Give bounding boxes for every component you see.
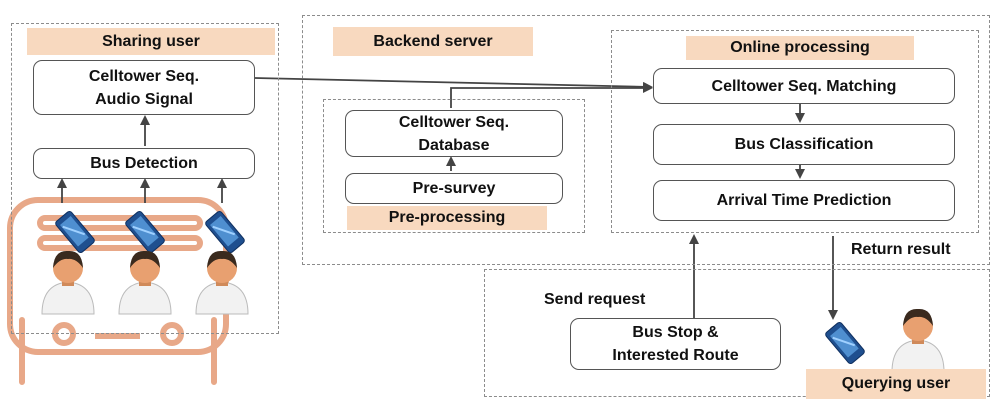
send-request-label: Send request [544, 291, 646, 308]
node-label-line: Celltower Seq. [398, 113, 510, 131]
backend-server-region [302, 15, 990, 265]
arrival-time-prediction-node: Arrival Time Prediction [653, 180, 955, 221]
backend-server-tag: Backend server [333, 27, 533, 56]
celltower-audio-signal-node: Celltower Seq. Audio Signal [33, 60, 255, 115]
bus-stop-route-node: Bus Stop & Interested Route [570, 318, 781, 370]
pre-processing-region [323, 99, 585, 233]
online-processing-region [611, 30, 979, 233]
bus-classification-node: Bus Classification [653, 124, 955, 165]
sharing-user-region [11, 23, 279, 334]
return-result-label: Return result [851, 241, 951, 258]
node-label: Bus Detection [90, 155, 198, 172]
seq-matching-node: Celltower Seq. Matching [653, 68, 955, 104]
sharing-user-tag: Sharing user [27, 28, 275, 55]
node-label-line: Audio Signal [95, 90, 193, 108]
node-label-line: Interested Route [612, 347, 739, 364]
node-label: Bus Classification [734, 136, 874, 153]
querying-user-tag: Querying user [806, 369, 986, 399]
arrow-database-to-matching [450, 83, 653, 108]
node-label: Arrival Time Prediction [716, 192, 892, 209]
online-processing-tag: Online processing [686, 36, 914, 60]
bus-detection-node: Bus Detection [33, 148, 255, 179]
querying-user-region [484, 269, 990, 397]
node-label-line: Database [418, 136, 490, 154]
node-label-line: Celltower Seq. [88, 67, 200, 85]
arrow-audio-to-matching [254, 77, 653, 92]
node-label: Pre-survey [412, 180, 496, 197]
node-label-line: Bus Stop & [632, 324, 719, 341]
celltower-database-node: Celltower Seq. Database [345, 110, 563, 157]
node-label: Celltower Seq. Matching [711, 77, 897, 95]
pre-survey-node: Pre-survey [345, 173, 563, 204]
pre-processing-tag: Pre-processing [347, 206, 547, 230]
